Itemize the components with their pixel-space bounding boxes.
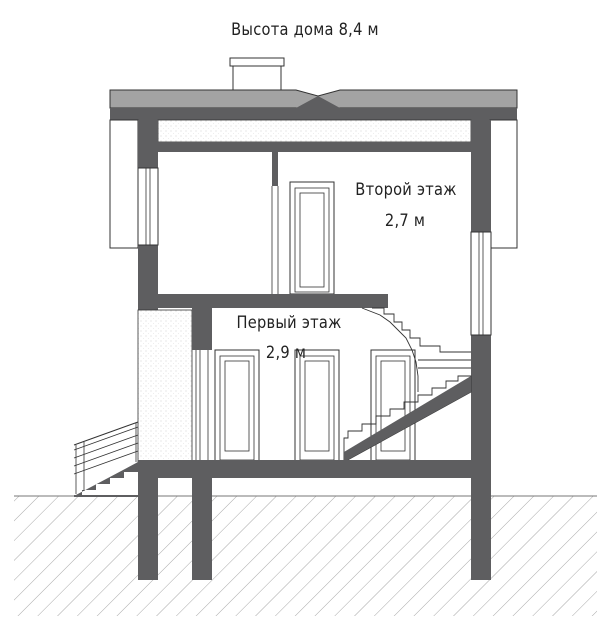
right-wall xyxy=(471,120,491,460)
attic-floor-slab xyxy=(158,142,471,152)
left-wall xyxy=(138,120,158,310)
foundation-piers xyxy=(138,478,491,580)
entrance-stairs xyxy=(74,462,138,497)
house-height-label: Высота дома 8,4 м xyxy=(231,20,379,40)
right-gable-panel xyxy=(489,119,518,249)
first-floor-height-label: 2,9 м xyxy=(265,343,307,363)
first-floor-slab xyxy=(138,460,491,478)
first-floor-column xyxy=(192,308,212,350)
first-floor-door-left xyxy=(214,349,260,463)
upper-partition xyxy=(272,152,278,186)
first-floor-door-middle xyxy=(294,349,340,463)
second-floor-height-label: 2,7 м xyxy=(384,211,426,231)
left-gable-panel xyxy=(109,119,139,249)
second-floor-slab xyxy=(158,294,388,308)
second-floor-label: Второй этаж xyxy=(355,180,457,200)
first-floor-left-wall xyxy=(137,309,193,463)
left-window xyxy=(137,167,159,246)
entrance-railing xyxy=(73,421,139,494)
first-floor-door-right xyxy=(370,349,416,463)
chimney xyxy=(229,57,285,92)
roof xyxy=(109,89,518,143)
interior-staircase xyxy=(343,307,472,463)
ground xyxy=(14,495,597,616)
second-floor-door xyxy=(289,181,335,295)
first-floor-label: Первый этаж xyxy=(236,313,342,333)
right-window xyxy=(470,231,492,336)
